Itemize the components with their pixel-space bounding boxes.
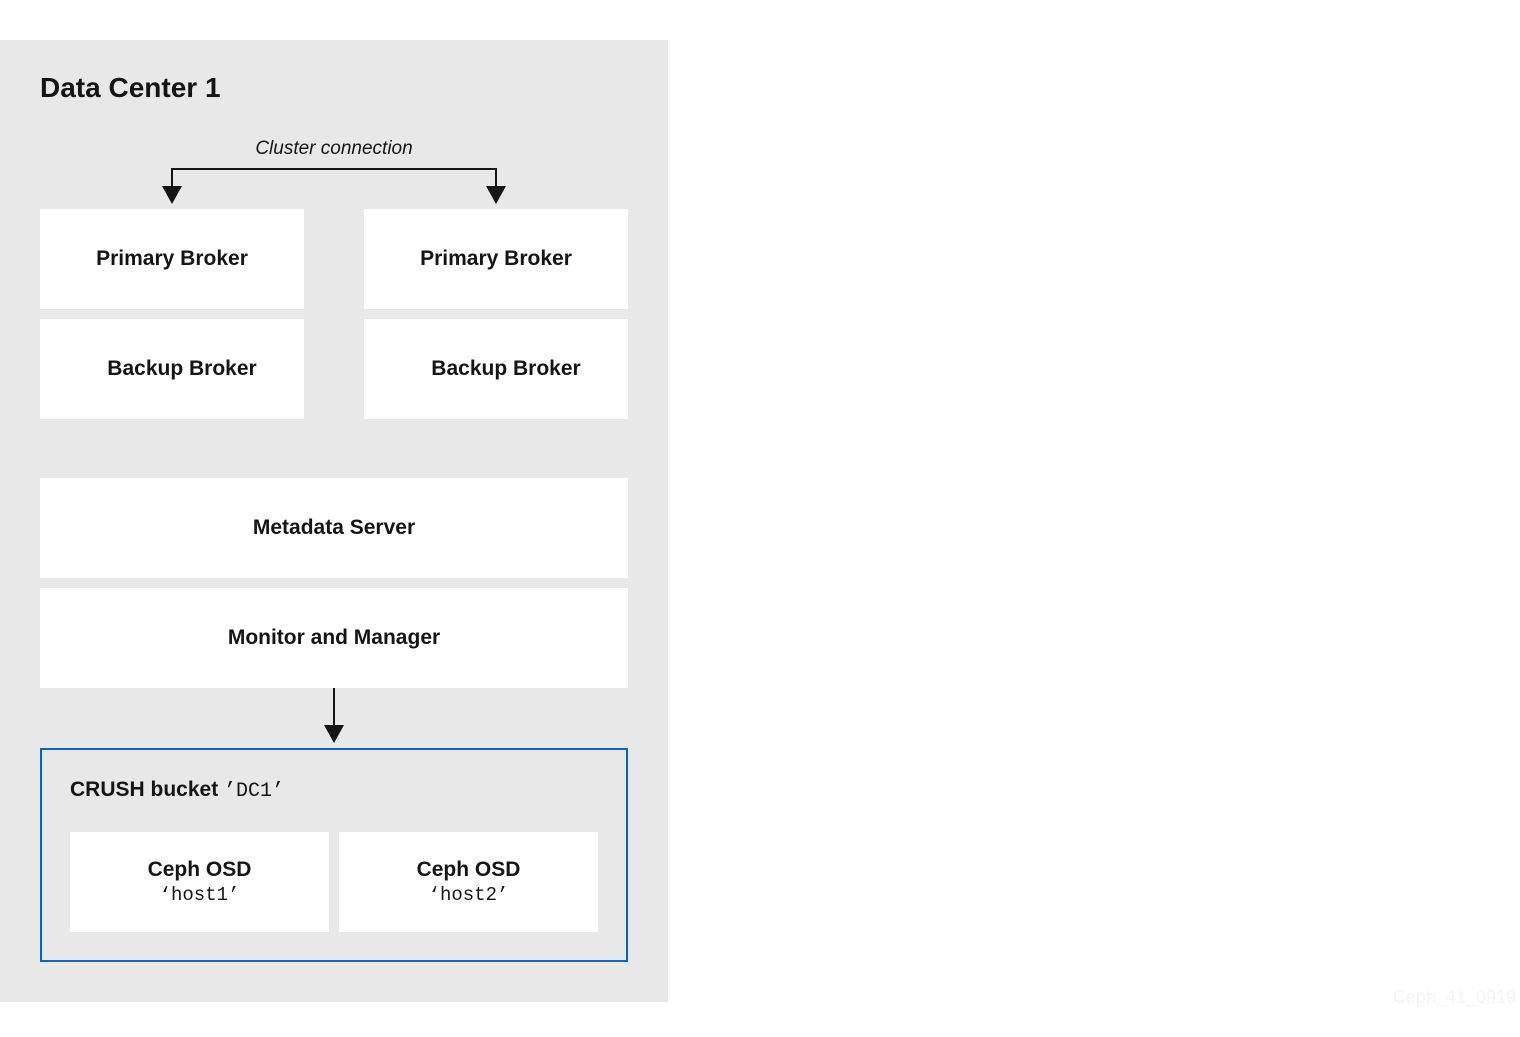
cluster-connection-arrowhead-left	[162, 186, 182, 204]
cluster-connection-arrowhead-right	[486, 186, 506, 204]
backup-broker-right: Backup Broker	[364, 319, 628, 419]
ceph-osd-host1: Ceph OSD ‘host1’	[70, 832, 329, 932]
ceph-osd-host2: Ceph OSD ‘host2’	[339, 832, 598, 932]
primary-broker-right: Primary Broker	[364, 209, 628, 309]
monitor-manager-label: Monitor and Manager	[227, 626, 441, 649]
backup-broker-left-label: Backup Broker	[107, 357, 257, 380]
ceph-osd-host: ‘host1’	[159, 884, 240, 906]
primary-broker-left: Primary Broker	[40, 209, 304, 309]
metadata-server-label: Metadata Server	[252, 516, 416, 539]
primary-broker-left-label: Primary Broker	[96, 247, 248, 270]
connector-arrows	[162, 168, 506, 743]
backup-broker-left: Backup Broker	[40, 319, 304, 419]
crush-bucket-title: CRUSH bucket ’DC1’	[70, 776, 284, 806]
metadata-server-box: Metadata Server	[40, 478, 628, 578]
cluster-connection-label: Cluster connection	[255, 138, 413, 159]
primary-broker-right-label: Primary Broker	[420, 247, 572, 270]
crush-bucket-label: CRUSH bucket	[70, 778, 219, 801]
ceph-osd-host: ‘host2’	[428, 884, 509, 906]
crush-bucket-box	[40, 748, 628, 962]
image-watermark: Ceph_41_0919	[1392, 987, 1516, 1007]
ceph-osd-label: Ceph OSD	[416, 858, 521, 881]
ceph-osd-label: Ceph OSD	[147, 858, 252, 881]
data-center-title: Data Center 1	[40, 72, 221, 103]
monitor-manager-box: Monitor and Manager	[40, 588, 628, 688]
cluster-connection-line	[171, 168, 497, 186]
monitor-to-crush-arrowhead	[324, 725, 344, 743]
backup-broker-right-label: Backup Broker	[431, 357, 581, 380]
crush-bucket-name: ’DC1’	[224, 780, 285, 803]
